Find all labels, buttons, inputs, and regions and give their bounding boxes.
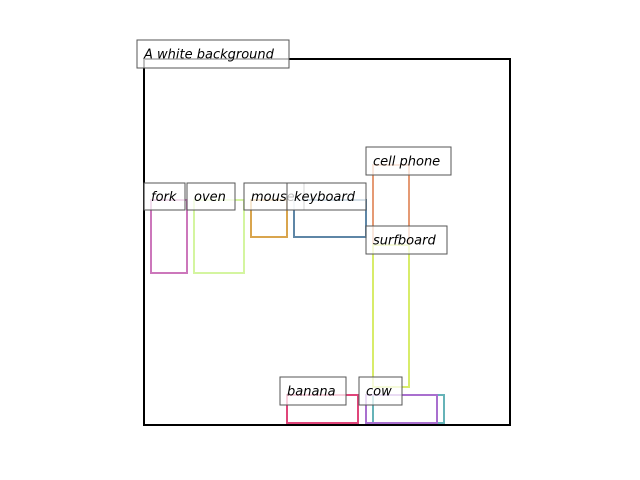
keyboard-label: keyboard bbox=[286, 182, 367, 211]
cow-label-text: cow bbox=[366, 385, 392, 400]
cell-phone-label: cell phone bbox=[365, 146, 452, 176]
oven-label-text: oven bbox=[194, 190, 226, 205]
surfboard-label-text: surfboard bbox=[373, 234, 436, 249]
canvas-frame bbox=[143, 58, 511, 426]
mouse-label-text: mouse bbox=[251, 190, 295, 205]
cow-label: cow bbox=[358, 376, 403, 406]
caption-label: A white background bbox=[136, 39, 290, 69]
fork-label: fork bbox=[143, 182, 186, 211]
cell-phone-label-text: cell phone bbox=[373, 155, 440, 170]
banana-label-text: banana bbox=[287, 385, 336, 400]
surfboard-label: surfboard bbox=[365, 225, 448, 255]
fork-label-text: fork bbox=[151, 190, 177, 205]
surfboard-box bbox=[372, 244, 410, 388]
caption-text: A white background bbox=[143, 48, 275, 63]
oven-label: oven bbox=[186, 182, 236, 211]
fork-box bbox=[150, 199, 188, 274]
banana-label: banana bbox=[279, 376, 347, 406]
keyboard-label-text: keyboard bbox=[294, 190, 356, 205]
oven-box bbox=[193, 199, 245, 274]
